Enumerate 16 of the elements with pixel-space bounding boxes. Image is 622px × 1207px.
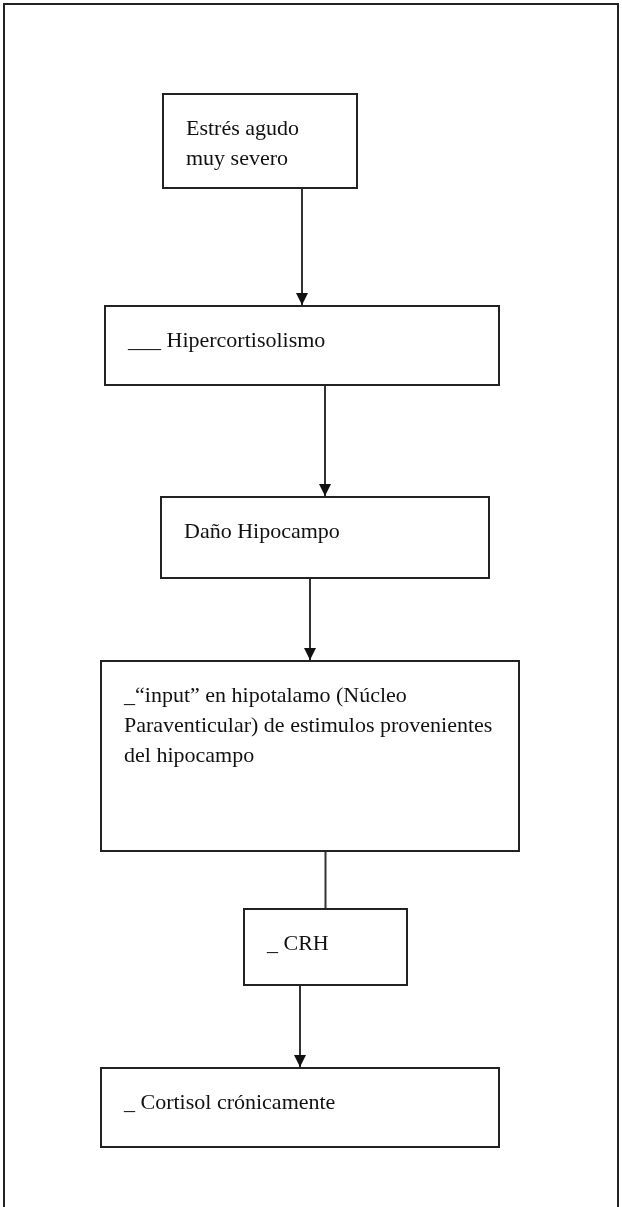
arrow xyxy=(319,385,331,497)
arrow xyxy=(294,985,306,1068)
box-text: Daño Hipocampo xyxy=(184,517,341,545)
arrow xyxy=(296,188,308,306)
process-box xyxy=(100,1067,500,1148)
process-box xyxy=(243,908,408,986)
process-box xyxy=(104,305,500,386)
box-text: _ CRH xyxy=(267,929,330,957)
process-box xyxy=(160,496,490,579)
box-text: ___ Hipercortisolismo xyxy=(128,326,327,354)
box-text: _“input” en hipotalamo (Núcleo Paraventicular) de estimulos provenientes del hipocampo xyxy=(124,681,494,769)
process-box xyxy=(162,93,358,189)
arrow xyxy=(304,578,316,661)
process-box xyxy=(100,660,520,852)
box-text: _ Cortisol crónicamente xyxy=(124,1088,337,1116)
box-text: Estrés agudo muy severo xyxy=(186,114,301,172)
